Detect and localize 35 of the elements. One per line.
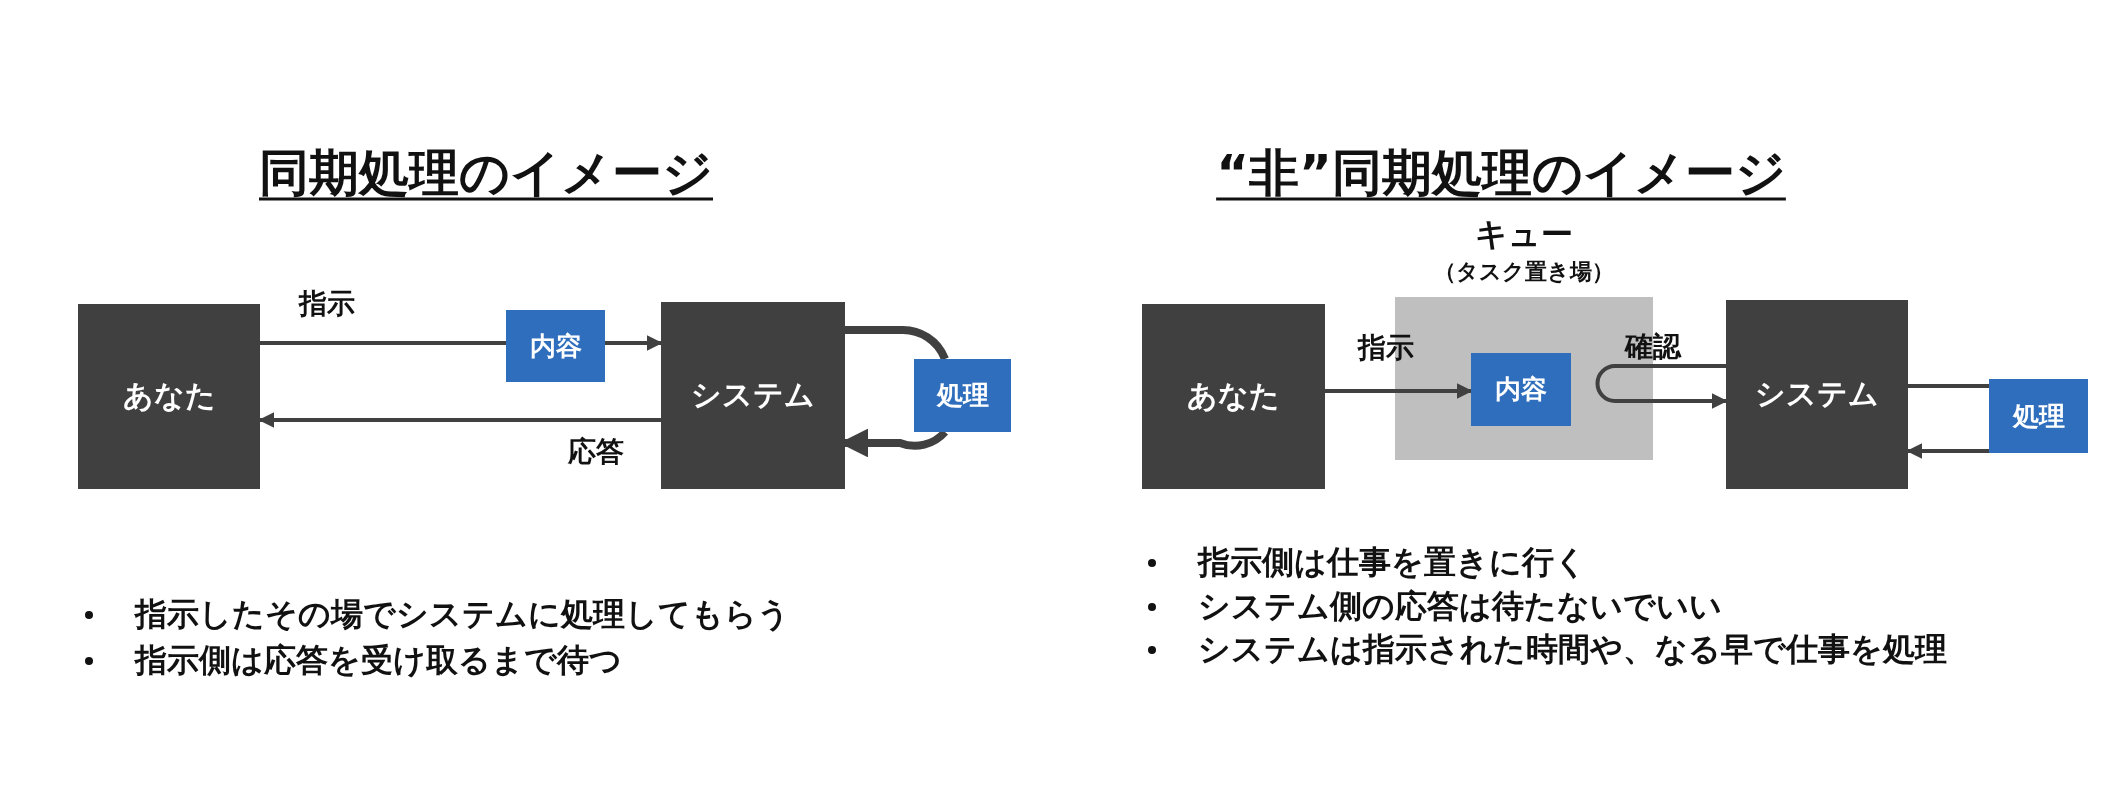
node-label: 内容 xyxy=(1495,373,1547,406)
bullet-text: 指示側は仕事を置きに行く xyxy=(1198,542,1587,583)
node-label: システム xyxy=(1755,375,1879,413)
edge-label: 確認 xyxy=(1625,329,1681,365)
edge-label: 応答 xyxy=(568,434,624,470)
arrow xyxy=(1595,364,1728,409)
connector-line xyxy=(260,341,506,345)
process-box xyxy=(914,359,1011,432)
arrow xyxy=(605,335,663,351)
system-box xyxy=(1726,300,1908,489)
queue-heading: （タスク置き場） xyxy=(1433,258,1615,286)
person-box xyxy=(78,304,260,489)
edge-label: 指示 xyxy=(299,286,355,322)
edge-label: 指示 xyxy=(1358,330,1414,366)
node-label: システム xyxy=(691,376,815,414)
person-box xyxy=(1142,304,1325,489)
connector-line xyxy=(1908,384,1989,388)
bullet-text: システムは指示された時間や、なる早で仕事を処理 xyxy=(1198,629,1947,670)
bullet-text: 指示したその場でシステムに処理してもらう xyxy=(135,594,790,635)
heading: 同期処理のイメージ xyxy=(259,142,713,204)
node-label: あなた xyxy=(1187,377,1280,415)
connector-line xyxy=(845,326,949,361)
node-label: あなた xyxy=(122,377,216,415)
content-box xyxy=(506,310,605,382)
node-label: 処理 xyxy=(2012,399,2065,433)
queue-heading: キュー xyxy=(1474,214,1574,255)
content-box xyxy=(1471,353,1571,426)
node-label: 内容 xyxy=(529,329,582,363)
node-label: 処理 xyxy=(936,379,989,412)
process-box xyxy=(1989,379,2088,453)
system-box xyxy=(661,302,845,489)
bullet-text: 指示側は応答を受け取るまで待つ xyxy=(135,640,622,681)
heading: “非”同期処理のイメージ xyxy=(1216,142,1786,204)
arrow xyxy=(1325,383,1473,399)
bullet-text: システム側の応答は待たないでいい xyxy=(1198,586,1722,627)
